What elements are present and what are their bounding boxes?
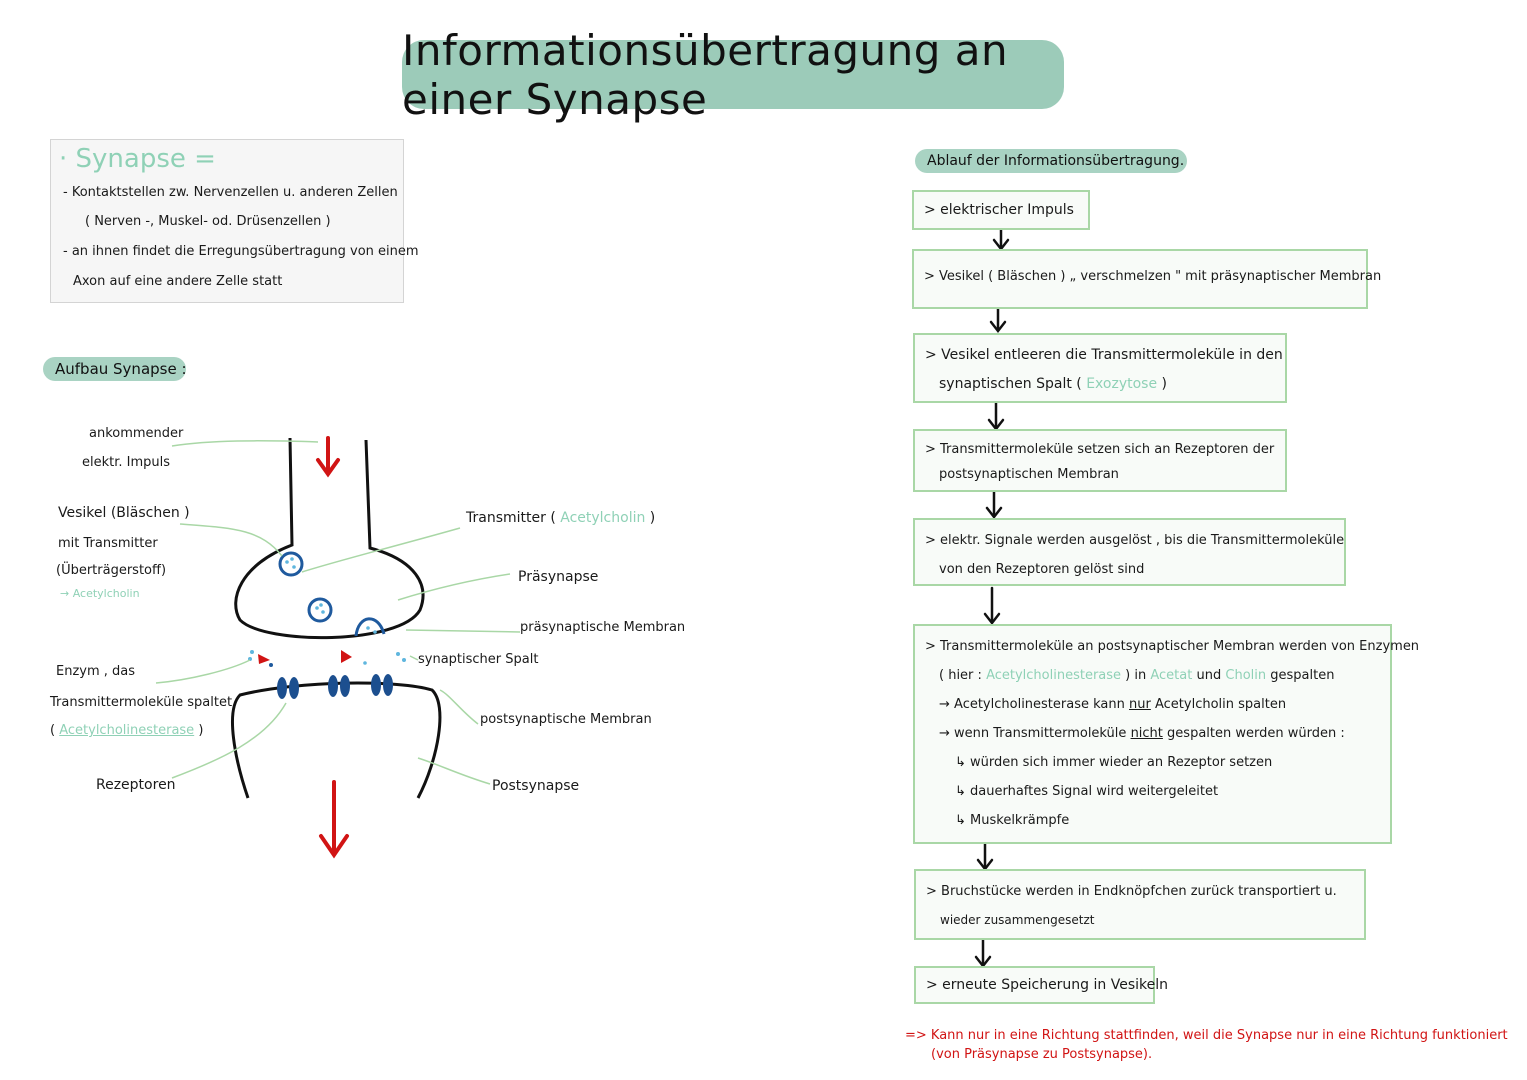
label-impulse: elektr. Impuls: [82, 455, 171, 470]
flow-step-2: > Vesikel ( Bläschen ) „ verschmelzen " …: [912, 249, 1381, 309]
vesicle: [307, 597, 333, 623]
flow-step-3: > Vesikel entleeren die Transmittermolek…: [913, 333, 1287, 403]
label-postsynaptische-membran: postsynaptische Membran: [480, 712, 652, 727]
label-impulse: ankommender: [89, 426, 184, 441]
definition-heading: · Synapse =: [59, 144, 216, 174]
definition-box: · Synapse = - Kontaktstellen zw. Nervenz…: [50, 139, 419, 303]
label-vesicle: (Überträgerstoff): [56, 563, 167, 578]
conclusion: => Kann nur in eine Richtung stattfinden…: [905, 1028, 1508, 1062]
red-arrow-out: [319, 780, 349, 859]
label-enzyme: Enzym , das: [56, 664, 136, 679]
presynapse-outline: [234, 437, 425, 640]
definition-line: - an ihnen findet die Erregungsübertragu…: [63, 244, 419, 259]
fusing-vesicle: [354, 617, 386, 637]
label-synaptischer-spalt: synaptischer Spalt: [418, 652, 539, 667]
label-receptors: Rezeptoren: [96, 777, 176, 793]
flow-step-5: > elektr. Signale werden ausgelöst , bis…: [913, 518, 1346, 586]
enzyme: [258, 654, 270, 664]
vesicle: [278, 551, 304, 577]
label-enzyme-name: ( Acetylcholinesterase ): [50, 723, 204, 738]
definition-line: ( Nerven -, Muskel- od. Drüsenzellen ): [85, 214, 331, 229]
red-arrow-in: [316, 436, 340, 478]
flow-step-4: > Transmittermoleküle setzen sich an Rez…: [913, 429, 1287, 492]
label-transmitter: Transmitter ( Acetylcholin ): [466, 510, 656, 526]
ablauf-heading: Ablauf der Informationsübertragung.: [915, 149, 1187, 173]
aufbau-heading: Aufbau Synapse :: [43, 357, 187, 381]
label-vesicle: mit Transmitter: [58, 536, 158, 551]
label-praesynaptische-membran: präsynaptische Membran: [520, 620, 686, 635]
flow-step-8: > erneute Speicherung in Vesikeln: [914, 966, 1168, 1004]
definition-line: - Kontaktstellen zw. Nervenzellen u. and…: [63, 185, 398, 200]
label-vesicle-acetylcholin: → Acetylcholin: [60, 587, 140, 600]
flow-step-6: > Transmittermoleküle an postsynaptische…: [913, 624, 1419, 844]
label-enzyme: Transmittermoleküle spaltet: [50, 695, 233, 710]
receptors: [277, 674, 393, 699]
flow-step-7: > Bruchstücke werden in Endknöpfchen zur…: [914, 869, 1366, 940]
label-postsynapse: Postsynapse: [492, 778, 580, 794]
definition-line: Axon auf eine andere Zelle statt: [73, 274, 283, 289]
enzyme: [341, 650, 352, 663]
label-vesicle: Vesikel (Bläschen ): [58, 505, 190, 521]
postsynapse-outline: [230, 681, 442, 799]
flow-step-1: > elektrischer Impuls: [912, 190, 1090, 230]
label-praesynapse: Präsynapse: [518, 569, 599, 585]
